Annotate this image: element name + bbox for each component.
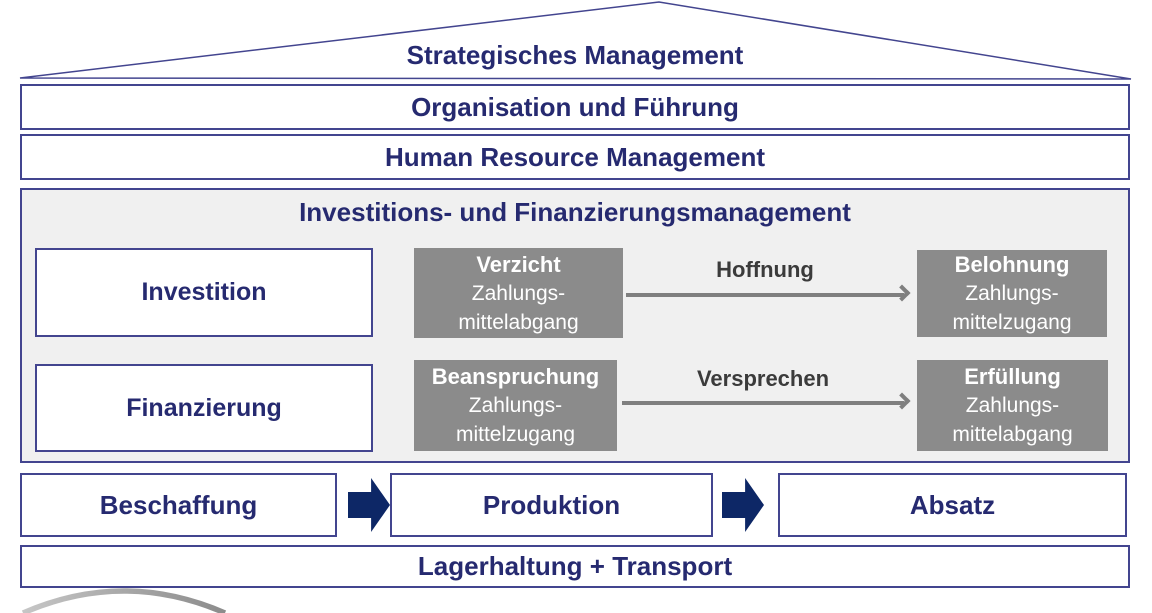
verzicht-box: Verzicht Zahlungs- mittelabgang: [414, 248, 623, 338]
roof-title: Strategisches Management: [406, 40, 744, 70]
beschaffung-box: Beschaffung: [20, 473, 337, 537]
erfuellung-line2: mittelabgang: [952, 423, 1073, 446]
erfuellung-line1: Zahlungs-: [965, 394, 1060, 417]
erfuellung-box: Erfüllung Zahlungs- mittelabgang: [917, 360, 1108, 451]
verzicht-title: Verzicht: [476, 251, 561, 277]
beanspruchung-line1: Zahlungs-: [468, 394, 563, 417]
bar-lagerhaltung: Lagerhaltung + Transport: [20, 545, 1130, 588]
beanspruchung-box: Beanspruchung Zahlungs- mittelzugang: [414, 360, 617, 451]
right-block-arrow-icon: [348, 478, 390, 532]
bar-lagerhaltung-label: Lagerhaltung + Transport: [417, 551, 733, 581]
belohnung-title: Belohnung: [954, 252, 1070, 277]
finance-section-title: Investitions- und Finanzierungsmanagemen…: [299, 197, 851, 227]
versprechen-arrow: [622, 392, 911, 410]
bar-hr-management: Human Resource Management: [20, 134, 1130, 180]
bar-organisation: Organisation und Führung: [20, 84, 1130, 130]
erfuellung-title: Erfüllung: [964, 364, 1061, 389]
produktion-box: Produktion: [390, 473, 713, 537]
beanspruchung-title: Beanspruchung: [431, 364, 600, 389]
produktion-label: Produktion: [482, 489, 621, 520]
verzicht-line2: mittelabgang: [458, 310, 579, 334]
absatz-box: Absatz: [778, 473, 1127, 537]
finanzierung-label: Finanzierung: [126, 393, 282, 422]
hoffnung-label: Hoffnung: [716, 257, 814, 282]
belohnung-line2: mittelzugang: [952, 311, 1072, 334]
absatz-label: Absatz: [909, 489, 996, 520]
hoffnung-arrow: [626, 284, 911, 302]
investition-box: Investition: [35, 248, 373, 337]
bar-organisation-label: Organisation und Führung: [411, 91, 739, 122]
finanzierung-box: Finanzierung: [35, 364, 373, 452]
belohnung-line1: Zahlungs-: [965, 282, 1059, 305]
roof-triangle: [19, 1, 1132, 80]
bar-hr-management-label: Human Resource Management: [385, 141, 765, 172]
beanspruchung-line2: mittelzugang: [455, 423, 576, 446]
decorative-circle-arc: [21, 588, 227, 613]
right-block-arrow-icon: [722, 478, 764, 532]
verzicht-line1: Zahlungs-: [471, 281, 566, 305]
belohnung-box: Belohnung Zahlungs- mittelzugang: [917, 250, 1107, 337]
beschaffung-label: Beschaffung: [99, 489, 258, 520]
investition-label: Investition: [141, 278, 267, 306]
versprechen-label: Versprechen: [696, 366, 830, 391]
